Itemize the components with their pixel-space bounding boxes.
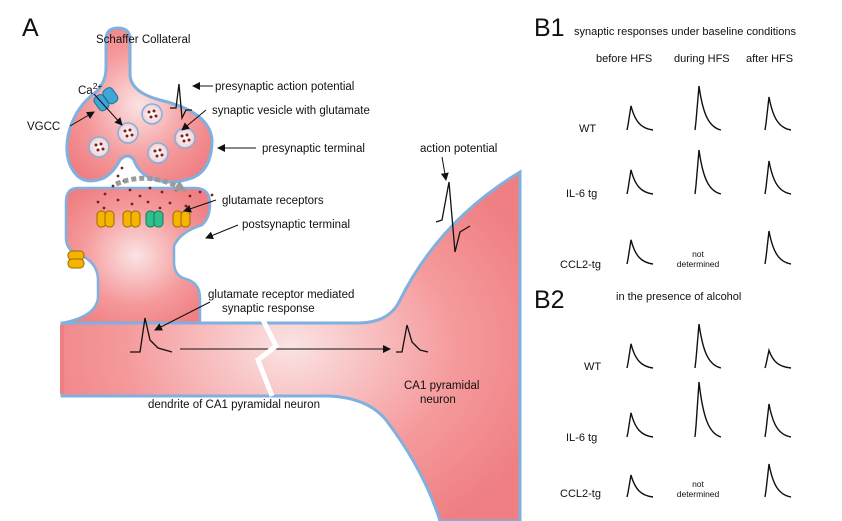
label-calcium: Ca2+ (78, 81, 102, 97)
receptor (122, 210, 141, 228)
b2-row-label-il6: IL-6 tg (566, 432, 597, 444)
b2-not-determined-line2: determined (677, 489, 720, 499)
label-glutamate-response-line2: synaptic response (222, 303, 315, 315)
b1-trace-2-0 (626, 239, 654, 265)
label-ca1-line1: CA1 pyramidal (404, 380, 479, 392)
vesicle (88, 136, 110, 158)
receptor (96, 210, 115, 228)
receptor-green (145, 210, 164, 228)
b2-not-determined-line1: not (692, 479, 704, 489)
presynaptic-terminal (65, 26, 214, 184)
b2-row-label-ccl2: CCL2-tg (560, 488, 601, 500)
release-arrow (115, 175, 187, 193)
b1-trace-2-2 (764, 230, 792, 265)
b1-row-label-wt: WT (579, 123, 596, 135)
glutamate-receptors (67, 210, 191, 269)
receptor (172, 210, 191, 228)
label-action-potential: action potential (420, 143, 497, 155)
b2-trace-2-0 (626, 474, 654, 498)
panel-a-letter: A (22, 14, 39, 42)
label-glutamate-response-line1: glutamate receptor mediated (208, 289, 354, 301)
column-header-before: before HFS (596, 53, 652, 65)
column-header-during: during HFS (674, 53, 730, 65)
column-header-after: after HFS (746, 53, 793, 65)
panel-b1-letter: B1 (534, 14, 565, 42)
label-synaptic-vesicle: synaptic vesicle with glutamate (212, 105, 370, 117)
b2-trace-1-2 (764, 403, 792, 438)
b1-row-label-ccl2: CCL2-tg (560, 259, 601, 271)
panel-b2-title: in the presence of alcohol (616, 291, 741, 303)
label-presynaptic-action-potential: presynaptic action potential (215, 81, 354, 93)
presynaptic-ap-trace (170, 83, 192, 121)
label-glutamate-receptors: glutamate receptors (222, 195, 324, 207)
vesicle (147, 142, 169, 164)
b1-trace-0-1 (694, 85, 722, 131)
vesicle (174, 127, 196, 149)
propagated-response-trace (396, 324, 429, 353)
b1-trace-1-0 (626, 169, 654, 195)
b2-trace-1-1 (694, 381, 722, 438)
vesicle (117, 122, 139, 144)
epsp-traces (626, 85, 792, 498)
label-schaffer-collateral: Schaffer Collateral (96, 34, 190, 46)
label-presynaptic-terminal: presynaptic terminal (262, 143, 365, 155)
b2-row-label-wt: WT (584, 361, 601, 373)
b2-trace-0-0 (626, 343, 654, 369)
label-vgcc: VGCC (27, 121, 60, 133)
action-potential-trace (435, 181, 471, 253)
b2-trace-1-0 (626, 412, 654, 438)
panel-b2-letter: B2 (534, 286, 565, 314)
b1-not-determined-line2: determined (677, 259, 720, 269)
receptor-side (67, 250, 85, 269)
b1-trace-1-2 (764, 160, 792, 195)
dendrite-break (254, 316, 280, 397)
b1-not-determined-line1: not (692, 249, 704, 259)
b1-trace-0-2 (764, 96, 792, 131)
synaptic-vesicles (88, 103, 196, 164)
b2-trace-0-1 (694, 323, 722, 369)
b1-row-label-il6: IL-6 tg (566, 188, 597, 200)
synaptic-response-trace (130, 317, 173, 353)
label-dendrite: dendrite of CA1 pyramidal neuron (148, 399, 320, 411)
b2-trace-2-2 (764, 463, 792, 498)
panel-b1-title: synaptic responses under baseline condit… (574, 26, 796, 38)
label-postsynaptic-terminal: postsynaptic terminal (242, 219, 350, 231)
vesicle (141, 103, 163, 125)
b1-trace-0-0 (626, 105, 654, 131)
b2-trace-0-2 (764, 347, 792, 369)
leader-lines (69, 82, 449, 331)
label-ca1-line2: neuron (420, 394, 456, 406)
b1-trace-1-1 (694, 149, 722, 195)
